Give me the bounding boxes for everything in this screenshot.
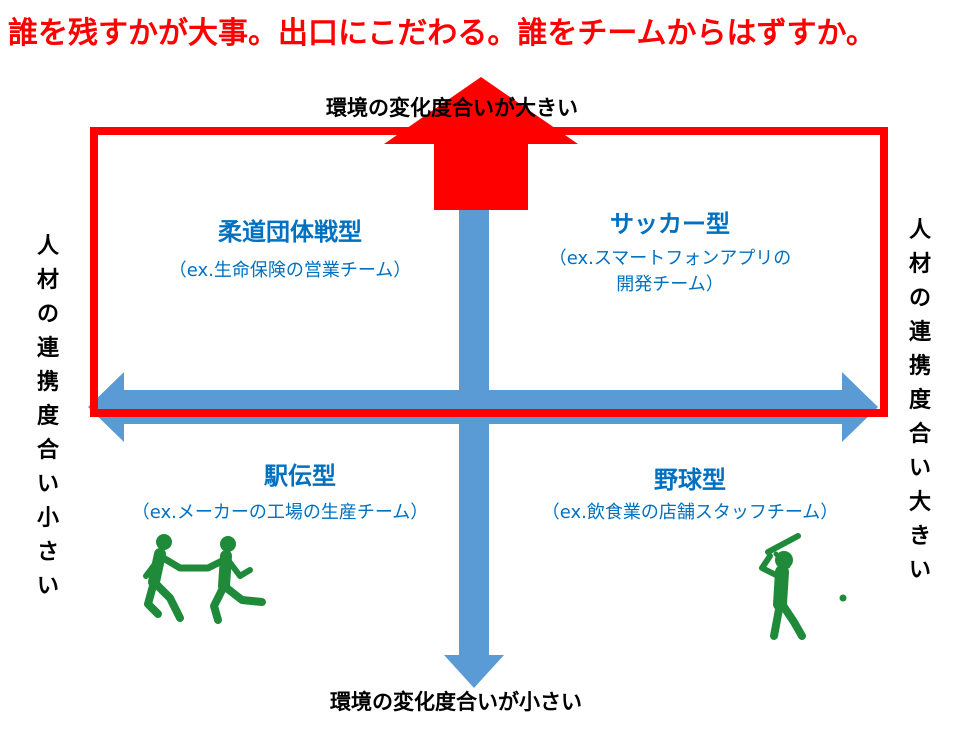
quadrant-top-right-example-line2: 開発チーム） <box>616 274 724 295</box>
quadrant-bottom-left-title: 駅伝型 <box>264 462 336 490</box>
quadrant-bottom-right-example: （ex.飲食業の店舗スタッフチーム） <box>541 502 839 523</box>
up-arrow <box>384 77 578 210</box>
quadrant-top-right-example-line1: （ex.スマートフォンアプリの <box>548 248 792 269</box>
axis-label-top: 環境の変化度合いが大きい <box>326 96 578 120</box>
quadrant-bottom-right-title: 野球型 <box>654 466 726 494</box>
quadrant-top-right-title: サッカー型 <box>610 210 730 238</box>
quadrant-bottom-left-example: （ex.メーカーの工場の生産チーム） <box>131 502 429 523</box>
vertical-axis-arrow <box>444 200 504 688</box>
baseball-batter-icon <box>759 533 847 640</box>
axis-label-left: 人材の連携度合い小さい <box>36 234 59 599</box>
axis-label-right: 人材の連携度合い大きい <box>908 218 931 583</box>
quadrant-top-left-title: 柔道団体戦型 <box>218 218 362 246</box>
headline: 誰を残すかが大事。出口にこだわる。誰をチームからはずすか。 <box>8 16 876 51</box>
axis-label-bottom: 環境の変化度合いが小さい <box>330 690 582 714</box>
relay-runners-icon <box>143 534 266 624</box>
quadrant-top-left-example: （ex.生命保険の営業チーム） <box>168 260 412 281</box>
horizontal-axis-arrow <box>88 372 878 442</box>
quadrant-top-right-example: （ex.スマートフォンアプリの 開発チーム） <box>520 246 820 298</box>
